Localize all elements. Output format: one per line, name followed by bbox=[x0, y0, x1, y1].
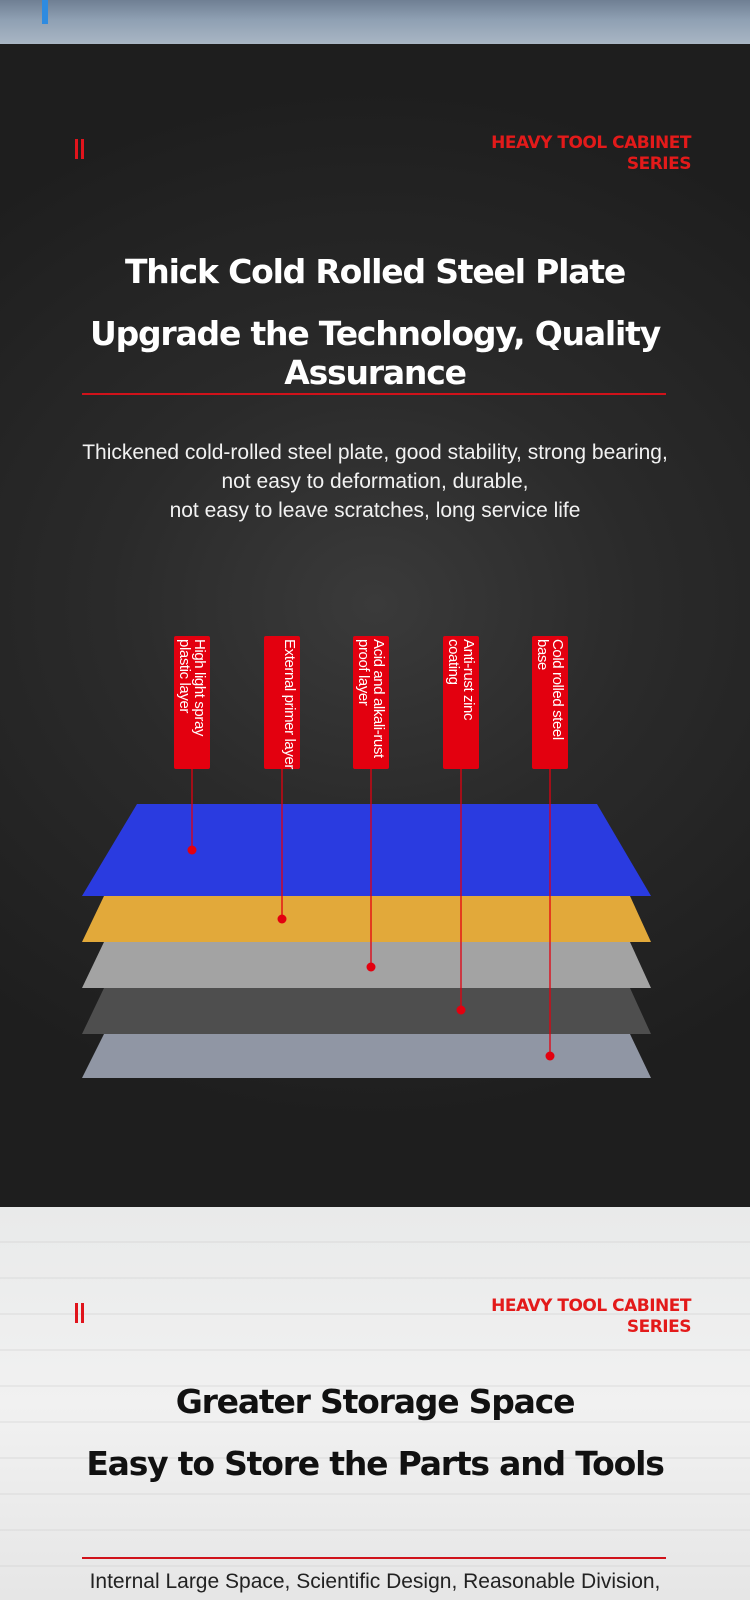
double-bar-icon bbox=[75, 1303, 85, 1323]
layer-tag-label: Cold rolled steel base bbox=[534, 639, 566, 740]
layer-tag-zinc: Anti-rust zinc coating bbox=[443, 636, 479, 769]
storage-space-section: HEAVY TOOL CABINET SERIES Greater Storag… bbox=[0, 1207, 750, 1600]
leader-lines bbox=[191, 756, 551, 1056]
headline-primary: Greater Storage Space bbox=[175, 1382, 576, 1421]
headline-secondary: Upgrade the Technology, Quality Assuranc… bbox=[89, 314, 661, 392]
series-label: HEAVY TOOL CABINET SERIES bbox=[431, 133, 691, 175]
leader-dots bbox=[187, 845, 555, 1061]
layer-plate-steel-base bbox=[82, 1034, 651, 1078]
series-label-text: HEAVY TOOL CABINET SERIES bbox=[491, 133, 691, 174]
description-line: Internal Large Space, Scientific Design,… bbox=[89, 1570, 661, 1593]
description-line: not easy to deformation, durable, bbox=[221, 470, 529, 493]
description-block: Internal Large Space, Scientific Design,… bbox=[0, 1567, 750, 1596]
red-divider bbox=[82, 393, 666, 395]
layer-tag-label: Acid and alkali-rust proof layer bbox=[355, 639, 387, 758]
leader-dot bbox=[456, 1005, 466, 1015]
blue-accent-mark bbox=[42, 0, 48, 24]
layer-tag-label: High light spray plastic layer bbox=[176, 639, 208, 736]
steel-plate-section: HEAVY TOOL CABINET SERIES Thick Cold Rol… bbox=[0, 44, 750, 1207]
description-line: Thickened cold-rolled steel plate, good … bbox=[82, 441, 668, 464]
layer-tag-primer: External primer layer bbox=[264, 636, 300, 769]
layer-tag-label: Anti-rust zinc coating bbox=[445, 639, 477, 721]
layer-tag-acid-proof: Acid and alkali-rust proof layer bbox=[353, 636, 389, 769]
layer-tag-steel-base: Cold rolled steel base bbox=[532, 636, 568, 769]
description-line: not easy to leave scratches, long servic… bbox=[169, 499, 581, 522]
layer-plate-acid-proof bbox=[82, 942, 651, 988]
layer-plate-zinc bbox=[82, 988, 651, 1034]
headline-primary: Thick Cold Rolled Steel Plate bbox=[124, 252, 626, 291]
headline-secondary: Easy to Store the Parts and Tools bbox=[86, 1444, 665, 1483]
layer-tag-spray: High light spray plastic layer bbox=[174, 636, 210, 769]
layer-plate-primer bbox=[82, 896, 651, 942]
leader-dot bbox=[366, 962, 376, 972]
series-label: HEAVY TOOL CABINET SERIES bbox=[431, 1296, 691, 1338]
description-block: Thickened cold-rolled steel plate, good … bbox=[0, 438, 750, 525]
red-divider bbox=[82, 1557, 666, 1559]
leader-dot bbox=[187, 845, 197, 855]
leader-dot bbox=[545, 1051, 555, 1061]
steel-layers-diagram bbox=[82, 756, 651, 1078]
layer-tag-label: External primer layer bbox=[281, 639, 298, 769]
double-bar-icon bbox=[75, 139, 85, 159]
leader-dot bbox=[277, 914, 287, 924]
layer-plate-spray bbox=[82, 804, 651, 896]
top-banner-strip bbox=[0, 0, 750, 44]
series-label-text: HEAVY TOOL CABINET SERIES bbox=[491, 1296, 691, 1337]
